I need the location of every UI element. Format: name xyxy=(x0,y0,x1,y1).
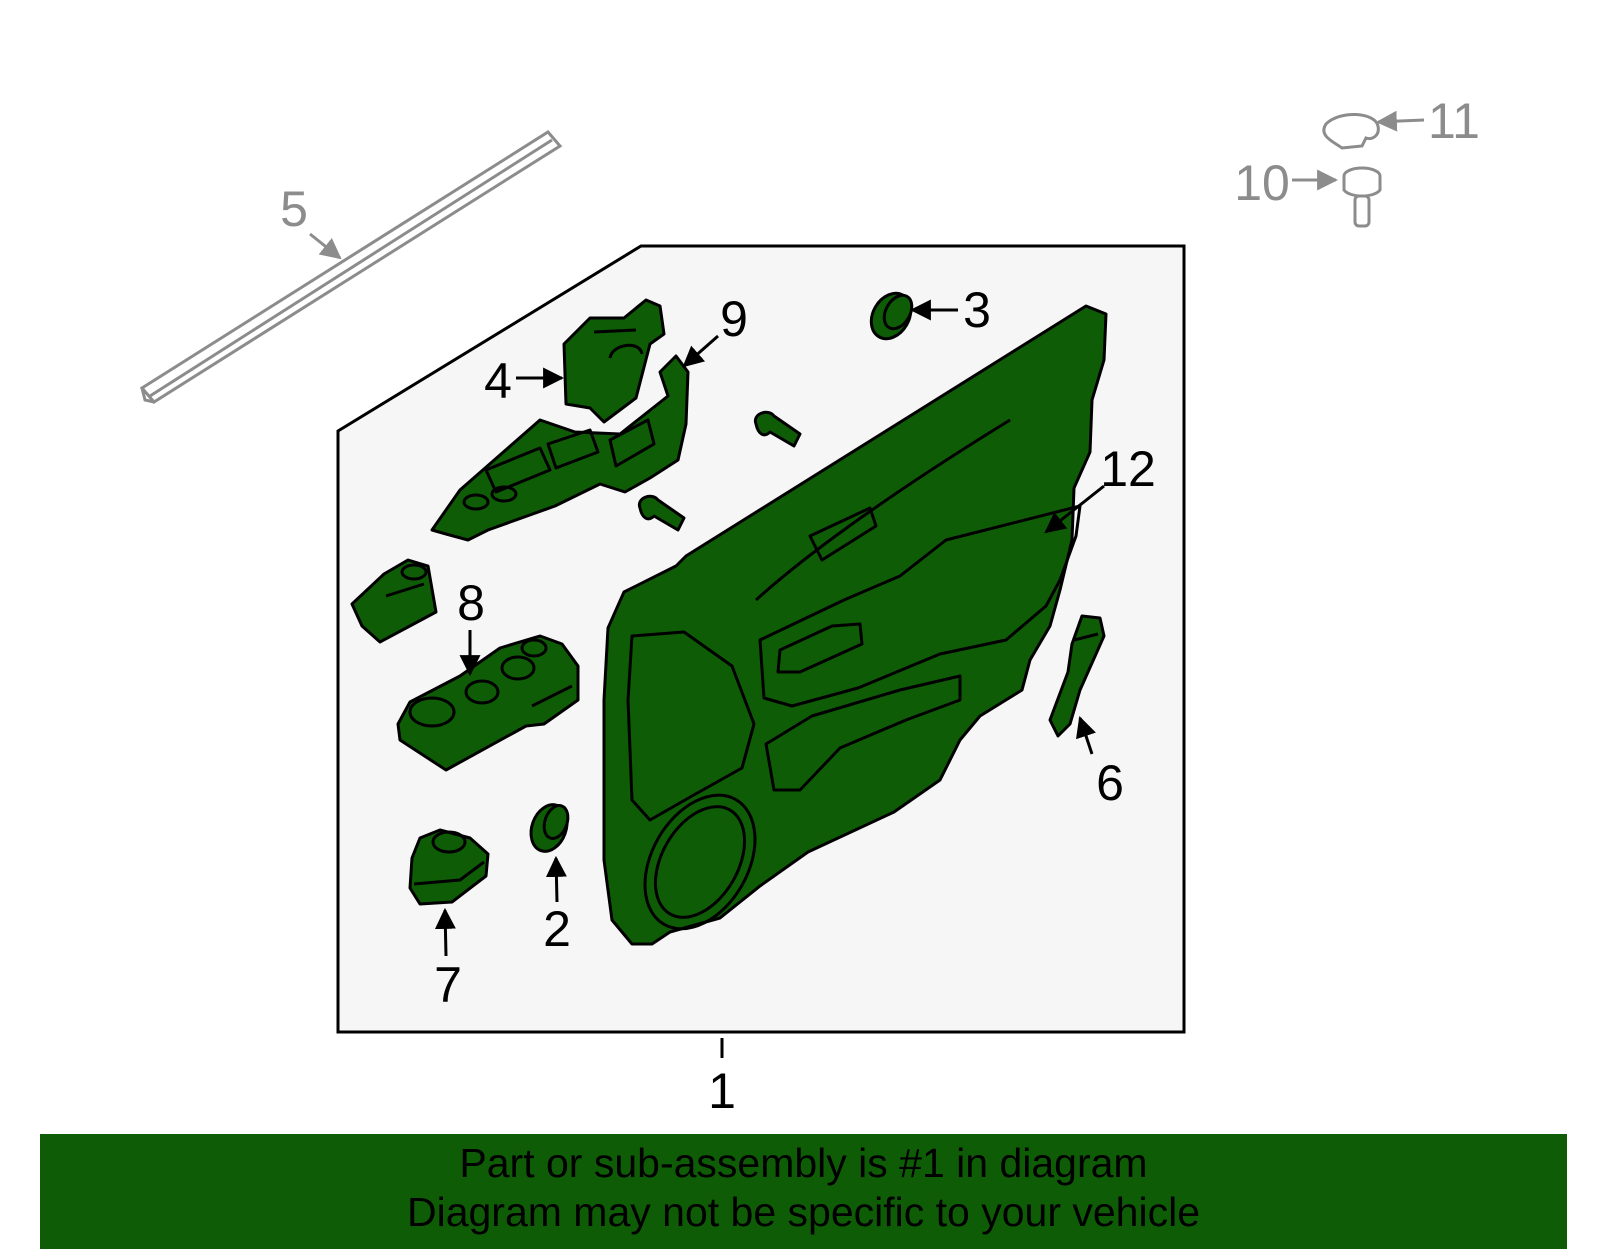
callout-7: 7 xyxy=(434,957,462,1013)
callout-12: 12 xyxy=(1100,441,1156,497)
part-4-switch-housing[interactable] xyxy=(562,298,666,424)
callout-9: 9 xyxy=(720,291,748,347)
callout-5: 5 xyxy=(280,181,308,237)
part-5-belt-molding[interactable] xyxy=(139,130,563,404)
bolt-upper[interactable] xyxy=(753,410,802,448)
part-2-grommet[interactable] xyxy=(525,800,573,857)
banner-line-2: Diagram may not be specific to your vehi… xyxy=(406,1189,1200,1235)
leader-lines-gray xyxy=(309,110,1425,260)
callout-11: 11 xyxy=(1428,93,1480,149)
leader-lines xyxy=(434,299,1105,1058)
banner-background xyxy=(40,1134,1567,1249)
bolt-lower[interactable] xyxy=(637,494,686,532)
callout-3: 3 xyxy=(963,282,991,338)
callout-10: 10 xyxy=(1234,155,1290,211)
part-10-screw[interactable] xyxy=(1342,166,1382,228)
callout-6: 6 xyxy=(1096,755,1124,811)
part-3-grommet[interactable] xyxy=(863,286,918,346)
callout-4: 4 xyxy=(484,353,512,409)
callout-2: 2 xyxy=(543,901,571,957)
banner-line-1: Part or sub-assembly is #1 in diagram xyxy=(459,1140,1148,1186)
part-6-handle-cover[interactable] xyxy=(1048,614,1106,738)
disclaimer-banner: Part or sub-assembly is #1 in diagram Di… xyxy=(40,1134,1567,1249)
part-7-switch[interactable] xyxy=(408,828,490,906)
part-11-clip[interactable] xyxy=(1322,112,1380,150)
window-switch-small[interactable] xyxy=(350,558,438,644)
part-1-door-trim-panel[interactable] xyxy=(602,304,1108,948)
part-9-switch-bezel[interactable] xyxy=(430,354,690,542)
callout-1: 1 xyxy=(708,1063,736,1119)
callout-8: 8 xyxy=(457,575,485,631)
